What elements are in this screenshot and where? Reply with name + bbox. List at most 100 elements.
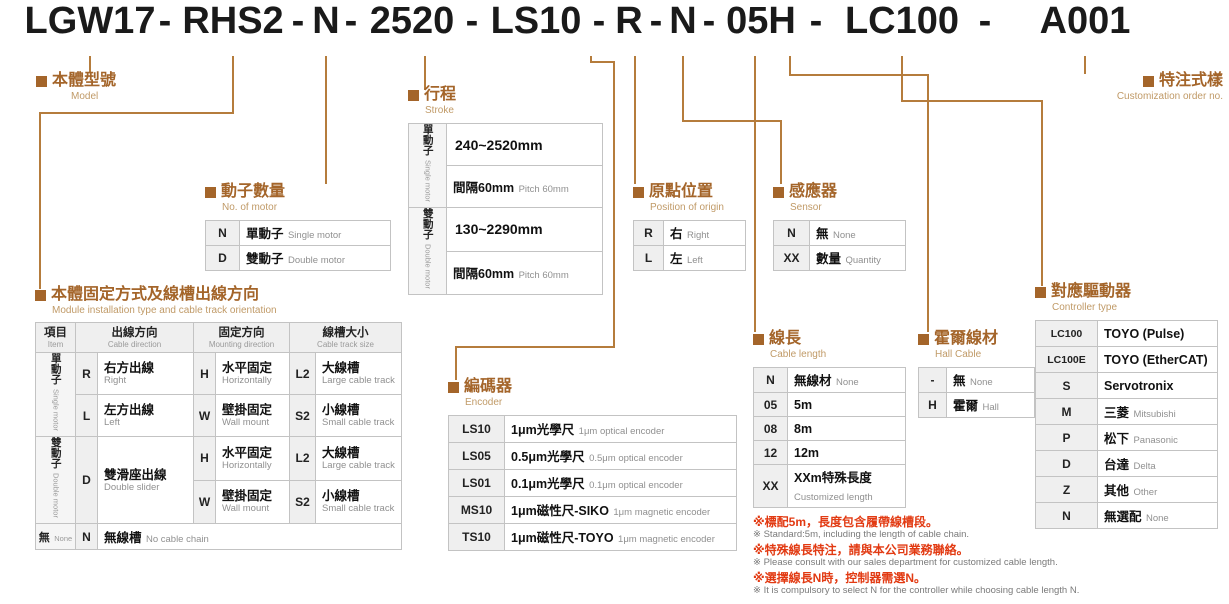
connector-install — [39, 112, 41, 289]
code-cell: H — [193, 351, 216, 396]
table-row: LC100E TOYO (EtherCAT) — [1035, 346, 1218, 373]
label-cell: TOYO (Pulse) — [1097, 320, 1218, 347]
table-row: MS10 1μm磁性尺-SIKO 1μm magnetic encoder — [448, 496, 737, 524]
code-cell: N — [773, 220, 810, 246]
cable-length-notes: ※標配5m，長度包含履帶線槽段。 ※ Standard:5m, includin… — [753, 515, 1229, 596]
code-cell: TS10 — [448, 523, 505, 551]
label-cell: XXm特殊長度 Customized length — [787, 464, 906, 508]
stroke-pitch-cell: 間隔60mm Pitch 60mm — [446, 250, 603, 296]
code-cell: S2 — [289, 394, 316, 438]
connector-stroke — [424, 56, 426, 90]
code-cell: LC100E — [1035, 346, 1098, 373]
table-row: 05 5m — [753, 392, 906, 417]
code-cell: W — [193, 479, 216, 525]
connector-sensor — [682, 56, 684, 122]
table-row: LS01 0.1μm光學尺 0.1μm optical encoder — [448, 469, 737, 497]
code-cell: L — [75, 394, 98, 438]
label-cell: 單動子 Single motor — [239, 220, 391, 246]
connector-hall — [927, 74, 929, 332]
note-zh: ※特殊線長特注，請與本公司業務聯絡。 — [753, 543, 969, 557]
square-bullet-icon — [448, 381, 459, 393]
code-cell: L2 — [289, 436, 316, 481]
connector-model — [89, 56, 91, 72]
connector-hall — [789, 56, 791, 76]
table-row: N 無 None — [773, 220, 906, 246]
model-code-segment-model: LGW17 — [24, 0, 156, 42]
model-code-segment-install: RHS2 — [182, 0, 284, 42]
label-cell: 霍爾 Hall — [946, 392, 1035, 418]
code-cell: LS01 — [448, 469, 505, 497]
section-title: 本體固定方式及線槽出線方向 — [51, 286, 260, 303]
section-subtitle: Cable length — [770, 349, 827, 360]
connector-encoder — [590, 61, 615, 63]
label-cell: 無 None — [809, 220, 906, 246]
section-installation: 本體固定方式及線槽出線方向 Module installation type a… — [35, 286, 403, 551]
square-bullet-icon — [35, 289, 46, 301]
model-code-segment-custom: A001 — [1039, 0, 1131, 42]
connector-cable-length — [754, 56, 756, 332]
connector-controller — [901, 100, 1043, 102]
code-cell: N — [75, 523, 98, 551]
controller-table: LC100 TOYO (Pulse) LC100E TOYO (EtherCAT… — [1035, 320, 1218, 529]
code-cell: XX — [773, 245, 810, 271]
table-row: D 台達 Delta — [1035, 450, 1218, 477]
table-row: 單動子 Single motor 240~2520mm — [408, 122, 603, 209]
code-cell: N — [205, 220, 240, 246]
section-origin: 原點位置 Position of origin R 右 Right L 左 Le… — [633, 183, 746, 271]
label-cell: 右 Right — [663, 220, 746, 246]
square-bullet-icon — [918, 333, 929, 345]
section-subtitle: Hall Cable — [935, 349, 982, 360]
table-row: - 無 None — [918, 367, 1035, 393]
model-code-segment-cable: 05H — [726, 0, 796, 42]
section-title: 線長 — [769, 330, 802, 347]
label-cell: Servotronix — [1097, 372, 1218, 399]
table-row: N 無選配 None — [1035, 502, 1218, 529]
table-row: H 霍爾 Hall — [918, 392, 1035, 418]
table-row: 無 None N 無線槽 No cable chain — [35, 523, 403, 551]
connector-encoder — [455, 346, 615, 348]
section-subtitle: Model — [71, 91, 99, 102]
connector-controller — [1041, 100, 1043, 286]
table-row: D 雙動子 Double motor — [205, 245, 391, 271]
section-subtitle: No. of motor — [222, 202, 278, 213]
model-code-segment-motorcount: N — [312, 0, 340, 42]
code-cell: D — [205, 245, 240, 271]
section-stroke: 行程 Stroke 單動子 Single motor 240~2520mm 間隔… — [408, 86, 603, 296]
model-code-segment-encoder: LS10 — [490, 0, 582, 42]
section-subtitle: Stroke — [425, 105, 454, 116]
model-code-segment-origin: R — [615, 0, 643, 42]
model-code-segment-stroke: 2520 — [369, 0, 455, 42]
label-cell: 雙動子 Double motor — [239, 245, 391, 271]
sensor-table: N 無 None XX 數量 Quantity — [773, 220, 906, 271]
code-cell: N — [753, 367, 788, 393]
table-row: M 三菱 Mitsubishi — [1035, 398, 1218, 425]
stroke-table: 單動子 Single motor 240~2520mm 間隔60mm Pitch… — [408, 122, 603, 296]
note-en: ※ Please consult with our sales departme… — [753, 557, 1058, 568]
table-row: N 無線材 None — [753, 367, 906, 393]
label-cell: 無選配 None — [1097, 502, 1218, 529]
label-cell: 無 None — [946, 367, 1035, 393]
section-subtitle: Customization order no. — [1116, 91, 1223, 102]
table-row: LS05 0.5μm光學尺 0.5μm optical encoder — [448, 442, 737, 470]
code-cell: H — [193, 436, 216, 481]
square-bullet-icon — [1142, 75, 1154, 87]
square-bullet-icon — [408, 89, 419, 101]
section-title: 感應器 — [789, 183, 838, 200]
section-title: 特注式樣 — [1158, 72, 1223, 89]
note-en: ※ Standard:5m, including the length of c… — [753, 529, 970, 540]
note-en: ※ It is compulsory to select N for the c… — [753, 585, 1080, 596]
code-cell: MS10 — [448, 496, 505, 524]
model-code-separator: - — [978, 0, 992, 42]
label-cell: TOYO (EtherCAT) — [1097, 346, 1218, 373]
group-cell: 雙動子 Double motor — [408, 207, 447, 296]
table-row: Z 其他 Other — [1035, 476, 1218, 503]
connector-custom — [1084, 56, 1086, 74]
table-row: S Servotronix — [1035, 372, 1218, 399]
